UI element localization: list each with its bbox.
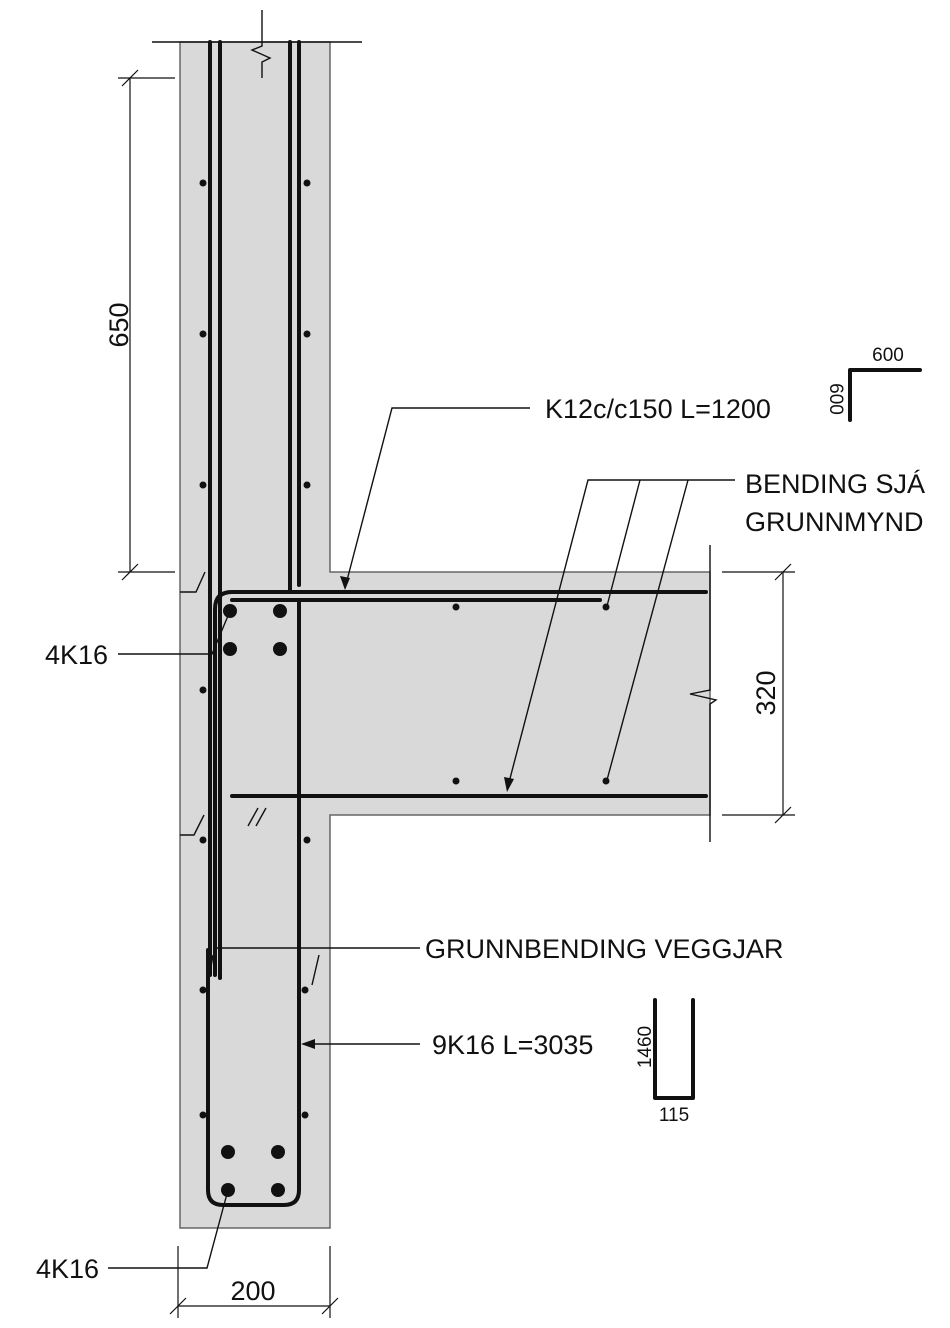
label-slab-bar: K12c/c150 L=1200 (545, 394, 771, 424)
u-bar-shape (653, 998, 695, 1100)
slab-break-symbol (689, 545, 718, 842)
wall-break-symbol (250, 10, 272, 78)
dim-320 (722, 563, 795, 824)
u-bar-height-dim: 1460 (635, 1026, 656, 1068)
u-bar-width-dim: 115 (659, 1105, 689, 1126)
wall-distribution-bars (199, 179, 311, 1119)
dim-320-text: 320 (751, 670, 781, 715)
label-slab-ref-1: BENDING SJÁ (745, 469, 925, 499)
l-bar-horizontal-dim: 600 (872, 345, 904, 366)
leader-slab-bar (344, 407, 530, 589)
l-bar-vertical-dim: 600 (825, 383, 846, 415)
slash-marks (247, 807, 267, 827)
leader-arrow-1 (340, 576, 350, 590)
l-bar-shape (848, 368, 922, 422)
leader-slab-ref (506, 479, 735, 791)
label-corner-bottom: 4K16 (36, 1254, 99, 1284)
dim-650 (118, 69, 175, 581)
dim-200-text: 200 (230, 1276, 275, 1306)
joint-tick-top (180, 571, 206, 593)
label-corner-top: 4K16 (45, 640, 108, 670)
leader-arrow-2 (504, 777, 514, 792)
leader-arrow-3 (301, 1039, 315, 1049)
splice-hook-right (311, 954, 320, 986)
label-wall-ref: GRUNNBENDING VEGGJAR (425, 934, 784, 964)
dim-650-text: 650 (104, 302, 134, 347)
leader-corner-top (118, 610, 231, 655)
splice-hook-left (207, 954, 214, 986)
leader-corner-bottom (108, 1189, 229, 1269)
joint-tick-bottom (180, 814, 205, 836)
u-bar (206, 598, 301, 1207)
label-u-bar: 9K16 L=3035 (432, 1030, 593, 1060)
slab-top-bar (213, 590, 708, 977)
dim-200 (169, 1246, 339, 1318)
label-slab-ref-2: GRUNNMYND (745, 507, 924, 537)
